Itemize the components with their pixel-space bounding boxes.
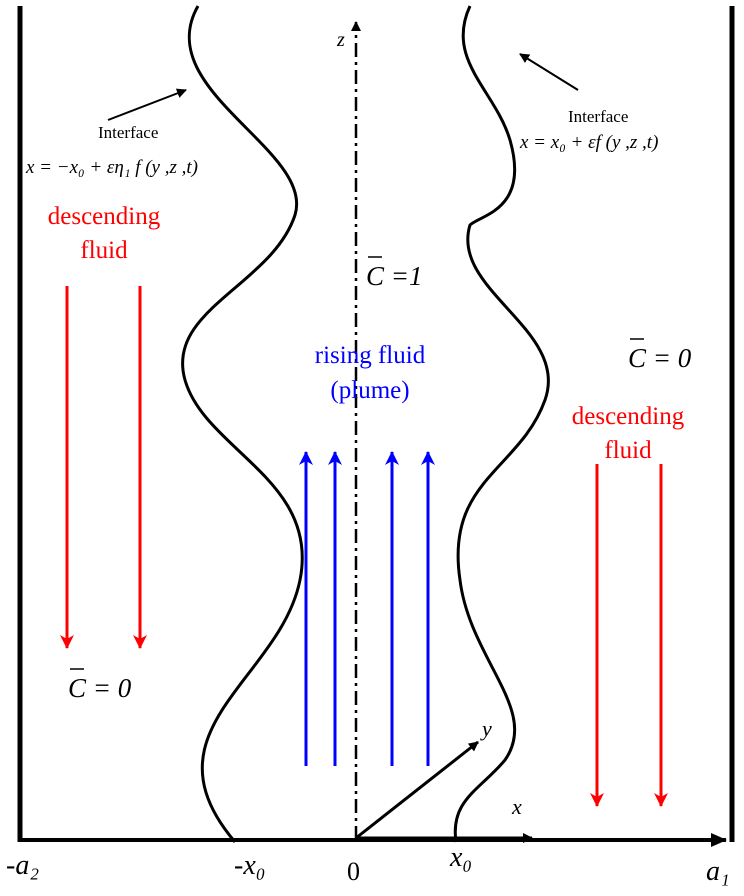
y-axis bbox=[355, 740, 479, 840]
left-interface-equation: x = −x₀ + εη₁ f (y ,z ,t) bbox=[25, 157, 198, 178]
center-region-concentration: C =1 bbox=[366, 261, 422, 291]
center-region-label-line2: (plume) bbox=[330, 377, 409, 404]
left-region-concentration: C = 0 bbox=[68, 673, 132, 703]
right-region-label-line1: descending bbox=[572, 403, 685, 430]
z-axis-label: z bbox=[336, 29, 345, 51]
right-interface-pointer bbox=[519, 53, 579, 91]
right-interface-title: Interface bbox=[568, 107, 628, 126]
right-region-label-line2: fluid bbox=[604, 437, 652, 464]
left-region-label-line1: descending bbox=[48, 203, 161, 230]
right-interface-curve bbox=[453, 5, 550, 843]
tick-label-x0: x₀ bbox=[449, 842, 472, 873]
left-interface-pointer bbox=[107, 88, 187, 121]
tick-label-neg-x0: -x₀ bbox=[234, 850, 266, 881]
y-axis-label: y bbox=[480, 716, 492, 741]
left-interface-curve bbox=[181, 5, 304, 843]
right-interface-equation: x = x₀ + εf (y ,z ,t) bbox=[519, 132, 658, 153]
left-region-label-line2: fluid bbox=[80, 237, 128, 264]
center-region-label-line1: rising fluid bbox=[315, 342, 426, 369]
right-region-concentration: C = 0 bbox=[628, 343, 692, 373]
x-axis-label: x bbox=[511, 794, 522, 819]
left-interface-title: Interface bbox=[98, 123, 158, 142]
tick-label-zero: 0 bbox=[347, 857, 360, 886]
tick-label-a2: -a₂ bbox=[6, 850, 39, 881]
tick-label-a1: a₁ bbox=[706, 856, 730, 887]
